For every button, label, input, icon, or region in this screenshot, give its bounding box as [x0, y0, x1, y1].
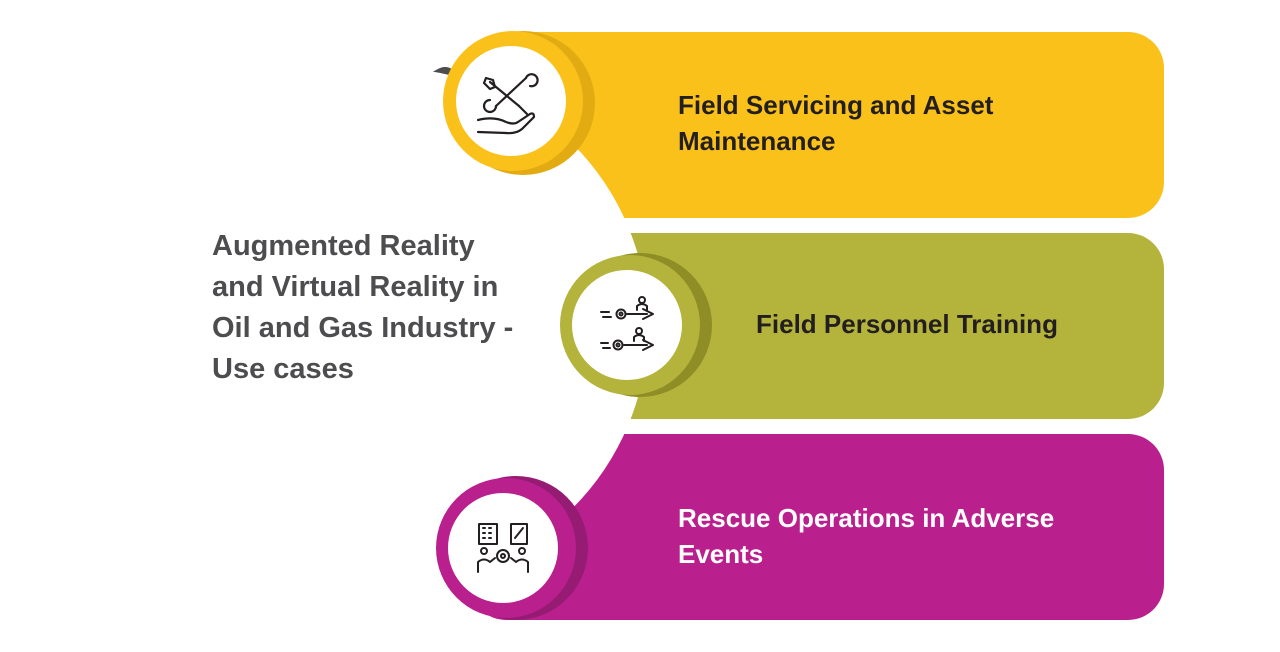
tools-in-hand-icon — [476, 73, 539, 135]
use-case-label-field-servicing: Field Servicing and Asset Maintenance — [678, 90, 994, 156]
use-case-label-rescue-operations: Rescue Operations in Adverse Events — [678, 503, 1055, 569]
personnel-training-icon — [600, 296, 654, 351]
band-field-servicing — [470, 32, 1164, 218]
rescue-operations-icon — [477, 523, 529, 573]
center-circle — [132, 68, 648, 584]
badge-2 — [572, 270, 682, 380]
center-title: Augmented Reality and Virtual Reality in… — [212, 230, 514, 385]
use-case-label-personnel-training: Field Personnel Training — [756, 309, 1058, 339]
badge-3 — [448, 493, 558, 603]
badge-1 — [456, 46, 566, 156]
band-rescue-operations — [470, 434, 1164, 620]
